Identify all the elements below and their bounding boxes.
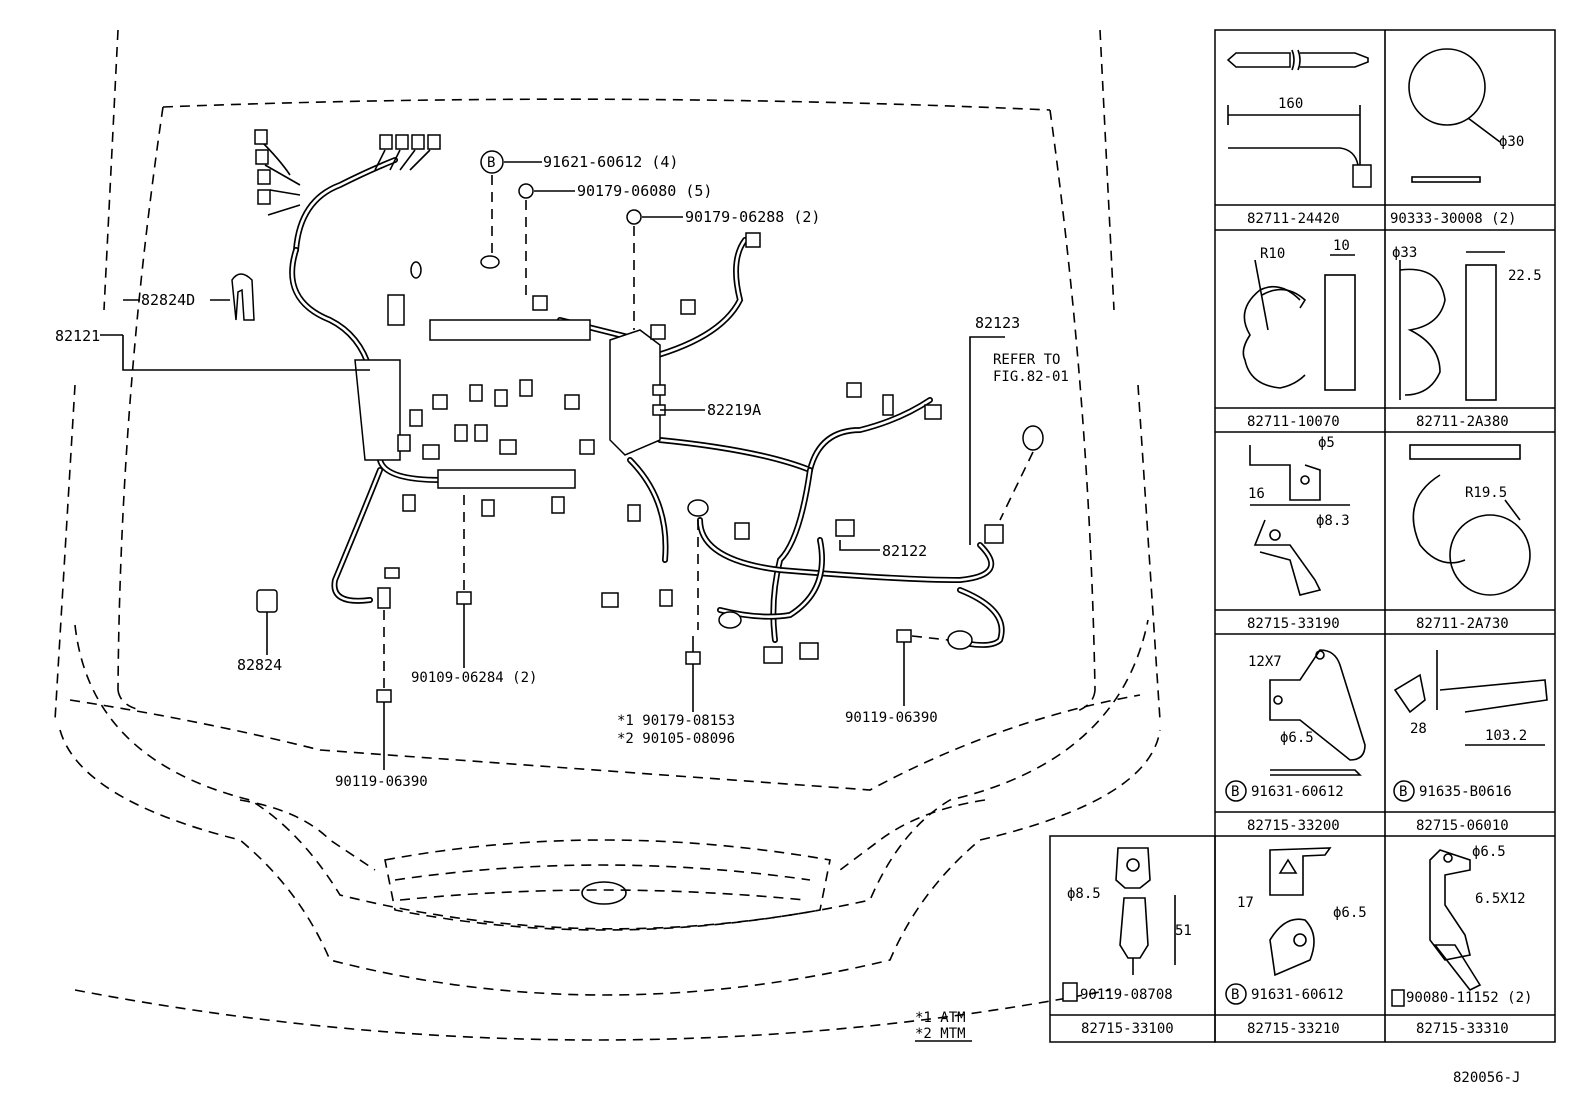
bolt-icon [456, 591, 472, 625]
cell-82715-06010: 28 103.2 B 91635-B0616 82715-06010 [1393, 650, 1548, 834]
svg-text:ϕ6.5: ϕ6.5 [1333, 905, 1367, 921]
label-82824: 82824 [237, 656, 282, 674]
cell-82711-10070: R10 10 82711-10070 [1242, 238, 1356, 430]
svg-text:B: B [1231, 784, 1239, 800]
label-atm-part: *1 90179-08153 [617, 713, 735, 729]
engine-wire-harness [231, 129, 1044, 664]
svg-text:90080-11152 (2): 90080-11152 (2) [1406, 990, 1532, 1006]
svg-text:B: B [1399, 784, 1407, 800]
bolt-marker-b-icon [1225, 780, 1247, 802]
cell-82715-33190: ϕ5 16 ϕ8.3 82715-33190 [1247, 435, 1350, 632]
part-82711-10070: 82711-10070 [1247, 414, 1340, 430]
label-90119-left: 90119-06390 [335, 774, 428, 790]
part-82715-06010: 82715-06010 [1416, 818, 1509, 834]
label-refer-to: REFER TO [993, 352, 1060, 368]
svg-text:6.5X12: 6.5X12 [1475, 891, 1526, 907]
bolt-icon [1062, 982, 1078, 1002]
svg-text:91635-B0616: 91635-B0616 [1419, 784, 1512, 800]
fasteners: B [376, 150, 1034, 723]
part-82715-33210: 82715-33210 [1247, 1021, 1340, 1037]
cell-90333-30008: ϕ30 90333-30008 (2) [1390, 48, 1524, 227]
legend-mtm: *2 MTM [915, 1026, 966, 1042]
nut-icon [626, 209, 642, 225]
cell-82711-2A730: R19.5 82711-2A730 [1409, 444, 1531, 632]
svg-text:ϕ8.3: ϕ8.3 [1316, 513, 1350, 529]
connector-82824 [256, 589, 278, 613]
part-82715-33190: 82715-33190 [1247, 616, 1340, 632]
leader-lines [100, 161, 1005, 770]
legend-atm: *1 ATM [915, 1010, 966, 1026]
clip-82824D [231, 273, 255, 321]
svg-text:R10: R10 [1260, 246, 1285, 262]
cell-82711-2A380: ϕ33 22.5 82711-2A380 [1392, 245, 1542, 430]
label-90179-06288: 90179-06288 (2) [685, 208, 820, 226]
label-82824D: 82824D [141, 291, 195, 309]
svg-text:ϕ5: ϕ5 [1318, 435, 1335, 451]
bolt-icon [1391, 989, 1405, 1007]
svg-text:160: 160 [1278, 96, 1303, 112]
bolt-marker-b-icon [1393, 780, 1415, 802]
part-82715-33200: 82715-33200 [1247, 818, 1340, 834]
bolt-icon [376, 689, 392, 723]
bolt-marker-b-icon [1225, 983, 1247, 1005]
cell-82711-24420: 160 82711-24420 [1226, 49, 1372, 227]
label-fig-ref: FIG.82-01 [993, 369, 1069, 385]
svg-text:ϕ6.5: ϕ6.5 [1472, 844, 1506, 860]
part-82715-33100: 82715-33100 [1081, 1021, 1174, 1037]
bolt-icon [896, 629, 912, 665]
bolt-marker-b-icon [480, 150, 504, 174]
label-82122: 82122 [882, 542, 927, 560]
svg-text:17: 17 [1237, 895, 1254, 911]
svg-text:28: 28 [1410, 721, 1427, 737]
main-labels: 91621-60612 (4) 90179-06080 (5) 90179-06… [55, 153, 1520, 1086]
svg-text:22.5: 22.5 [1508, 268, 1542, 284]
part-82711-2A380: 82711-2A380 [1416, 414, 1509, 430]
diagram-id: 820056-J [1453, 1070, 1520, 1086]
svg-text:91631-60612: 91631-60612 [1251, 987, 1344, 1003]
label-mtm-part: *2 90105-08096 [617, 731, 735, 747]
car-body-outline [54, 29, 1161, 1041]
cell-82715-33310: ϕ6.5 6.5X12 90080-11152 (2) 82715-33310 [1391, 844, 1532, 1037]
parts-table [1049, 29, 1556, 1043]
grommet-82123 [1022, 425, 1044, 451]
bolt-icon [685, 636, 701, 680]
svg-text:ϕ30: ϕ30 [1499, 134, 1524, 150]
part-82711-2A730: 82711-2A730 [1416, 616, 1509, 632]
label-90179-06080: 90179-06080 (5) [577, 182, 712, 200]
svg-text:91631-60612: 91631-60612 [1251, 784, 1344, 800]
part-90333-30008: 90333-30008 (2) [1390, 211, 1516, 227]
label-91621: 91621-60612 (4) [543, 153, 678, 171]
svg-text:R19.5: R19.5 [1465, 485, 1507, 501]
svg-text:103.2: 103.2 [1485, 728, 1527, 744]
label-90119-right: 90119-06390 [845, 710, 938, 726]
svg-text:ϕ33: ϕ33 [1392, 245, 1417, 261]
label-90109: 90109-06284 (2) [411, 670, 537, 686]
nut-icon [518, 183, 534, 199]
svg-text:51: 51 [1175, 923, 1192, 939]
svg-text:12X7: 12X7 [1248, 654, 1282, 670]
svg-text:B: B [487, 155, 495, 171]
label-82219A: 82219A [707, 401, 761, 419]
cell-82715-33200: 12X7 ϕ6.5 B 91631-60612 82715-33200 [1225, 649, 1366, 834]
svg-text:90119-08708: 90119-08708 [1080, 987, 1173, 1003]
part-82711-24420: 82711-24420 [1247, 211, 1340, 227]
label-82121: 82121 [55, 327, 100, 345]
cell-82715-33100: 51 ϕ8.5 90119-08708 82715-33100 [1062, 847, 1192, 1037]
label-82123: 82123 [975, 314, 1020, 332]
svg-text:B: B [1231, 987, 1239, 1003]
part-82715-33310: 82715-33310 [1416, 1021, 1509, 1037]
svg-text:16: 16 [1248, 486, 1265, 502]
svg-text:ϕ8.5: ϕ8.5 [1067, 886, 1101, 902]
cell-82715-33210: 17 ϕ6.5 B 91631-60612 82715-33210 [1225, 847, 1367, 1037]
svg-text:10: 10 [1333, 238, 1350, 254]
svg-text:ϕ6.5: ϕ6.5 [1280, 730, 1314, 746]
